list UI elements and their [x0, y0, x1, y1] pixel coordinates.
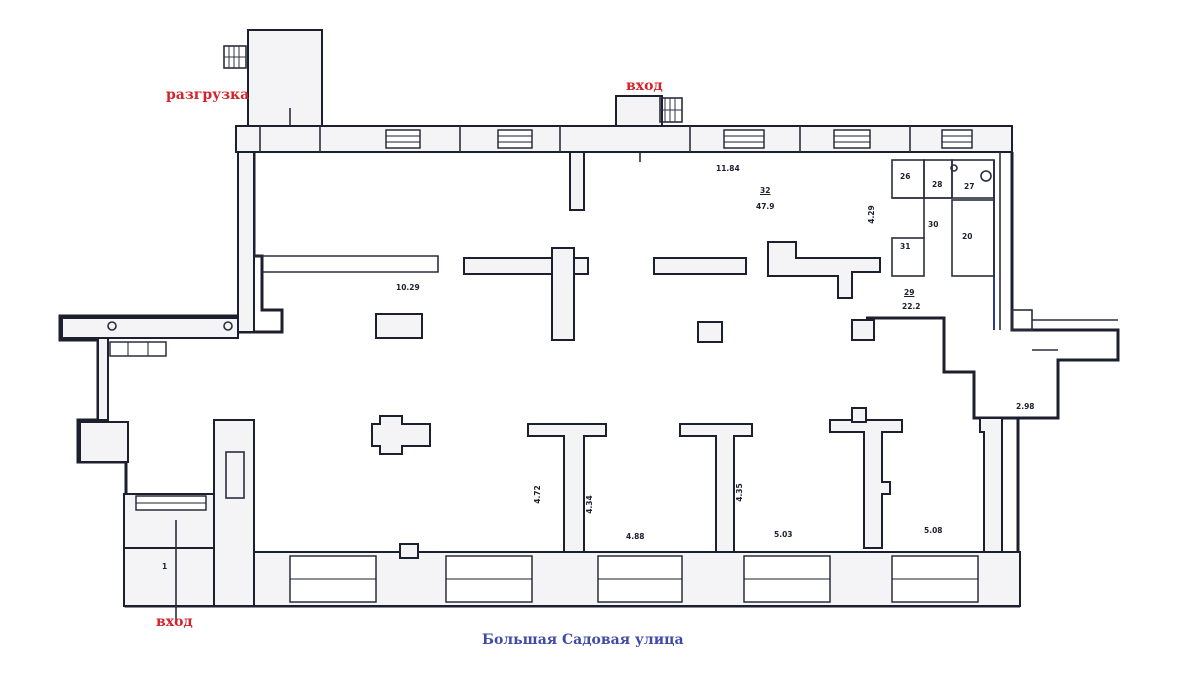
room-29-number: 29 — [904, 288, 915, 297]
room-20-number: 20 — [962, 232, 973, 241]
dimension-4-72: 4.72 — [532, 485, 542, 504]
right-annex — [1011, 309, 1118, 351]
room-26-number: 26 — [900, 172, 911, 181]
room-30-number: 30 — [928, 220, 939, 229]
dimension-4-35: 4.35 — [734, 483, 744, 502]
room-32-area: 47.9 — [756, 202, 775, 211]
top-entrance-label: вход — [626, 78, 663, 94]
dimension-4-88: 4.88 — [626, 532, 645, 541]
unloading-label: разгрузка — [166, 87, 250, 103]
dimension-11-84: 11.84 — [716, 164, 740, 173]
dimension-4-29: 4.29 — [866, 205, 876, 224]
room-31-number: 31 — [900, 242, 911, 251]
service-rooms — [891, 159, 995, 277]
unloading-annex — [223, 29, 323, 127]
left-corridor — [61, 151, 255, 463]
dimension-4-34: 4.34 — [584, 495, 594, 514]
bottom-entrance-label: вход — [156, 614, 193, 630]
room-28-number: 28 — [932, 180, 943, 189]
bottom-wall — [253, 551, 1021, 607]
bottom-piers — [371, 407, 1003, 559]
room-27-number: 27 — [964, 182, 975, 191]
room-32-number: 32 — [760, 186, 771, 195]
interior-partitions — [254, 151, 1018, 420]
top-wall — [235, 125, 1013, 153]
room-29-area: 22.2 — [902, 302, 921, 311]
dimension-5-03: 5.03 — [774, 530, 793, 539]
dimension-2-98: 2.98 — [1016, 402, 1035, 411]
bottom-entrance-vestibule — [123, 419, 255, 620]
room-1-number: 1 — [162, 562, 168, 571]
dimension-5-08: 5.08 — [924, 526, 943, 535]
dimension-10-29: 10.29 — [396, 283, 420, 292]
street-name-label: Большая Садовая улица — [482, 632, 684, 648]
